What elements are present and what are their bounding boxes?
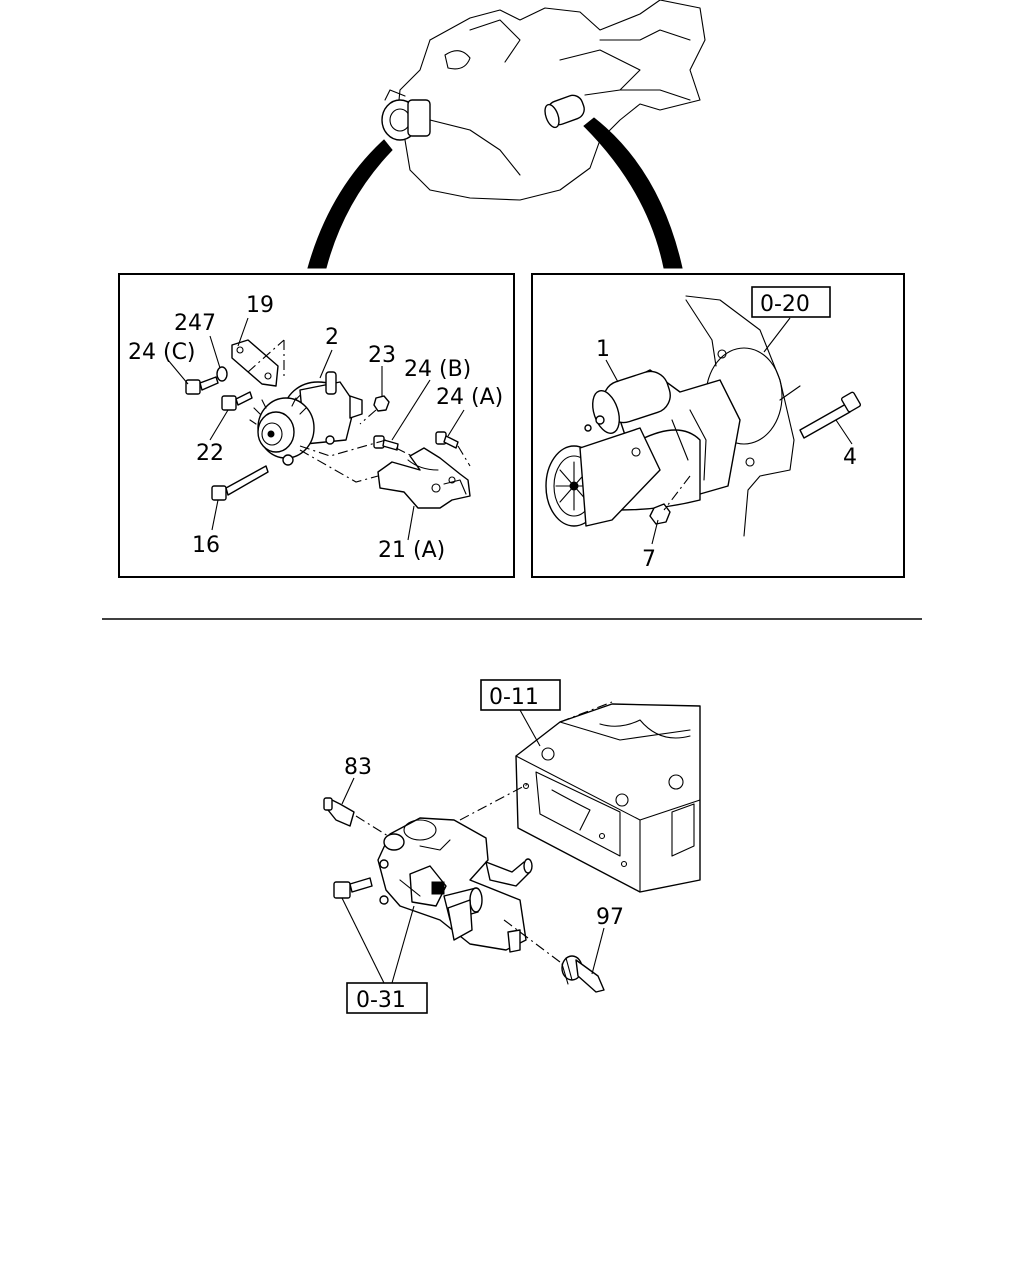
callout-1: 1 xyxy=(596,337,610,362)
small-alternator-drawing xyxy=(381,89,431,141)
thermostat-housing-diagram: 0-11 0-31 83 97 xyxy=(323,679,701,1014)
starter-motor-1 xyxy=(545,369,741,527)
bolt-24a xyxy=(435,431,459,449)
adjusting-plate-19 xyxy=(231,339,279,387)
callout-16: 16 xyxy=(192,533,220,558)
callout-22: 22 xyxy=(196,441,224,466)
cylinder-head-block xyxy=(515,703,701,893)
ref-box-0-11-label: 0-11 xyxy=(489,685,539,710)
callout-97: 97 xyxy=(596,905,624,930)
thermostat-housing xyxy=(377,817,533,953)
callout-7: 7 xyxy=(642,547,656,572)
ref-box-0-11 xyxy=(480,679,561,711)
nut-23 xyxy=(373,395,390,412)
bolt-24b xyxy=(373,435,399,451)
callout-24c: 24 (C) xyxy=(128,340,196,365)
alternator-panel-frame xyxy=(118,273,515,578)
ref-box-0-20-label: 0-20 xyxy=(760,292,810,317)
washer-247 xyxy=(216,366,228,382)
callout-24a: 24 (A) xyxy=(436,385,503,410)
flywheel-housing-outline xyxy=(685,295,795,537)
starter-panel-frame xyxy=(531,273,905,578)
callout-23: 23 xyxy=(368,343,396,368)
ref-box-0-31 xyxy=(346,982,428,1014)
ref-box-0-20 xyxy=(751,286,831,318)
callout-247: 247 xyxy=(174,311,216,336)
callout-19: 19 xyxy=(246,293,274,318)
bolt-24c xyxy=(185,376,219,395)
alternator-2 xyxy=(249,371,363,466)
sweep-arrow-left xyxy=(307,139,393,269)
long-bolt-16 xyxy=(211,465,269,501)
small-starter-drawing xyxy=(544,94,585,129)
bracket-21a xyxy=(377,447,471,509)
housing-bolt xyxy=(333,877,373,899)
bolt-22 xyxy=(221,391,253,411)
bolt-4 xyxy=(799,391,862,439)
callout-4: 4 xyxy=(843,445,857,470)
sweep-arrow-right xyxy=(583,117,683,269)
sensor-97 xyxy=(561,955,605,993)
alternator-panel: 19 247 24 (C) 2 23 24 (B) 24 (A) 22 16 2… xyxy=(118,273,515,578)
callout-83: 83 xyxy=(344,755,372,780)
callout-2: 2 xyxy=(325,325,339,350)
sensor-83 xyxy=(323,797,355,827)
callout-21a: 21 (A) xyxy=(378,538,445,563)
ref-box-0-31-label: 0-31 xyxy=(356,988,406,1013)
callout-24b: 24 (B) xyxy=(404,357,471,382)
starter-panel: 0-20 1 4 7 xyxy=(531,273,905,578)
engine-overview xyxy=(307,0,706,269)
